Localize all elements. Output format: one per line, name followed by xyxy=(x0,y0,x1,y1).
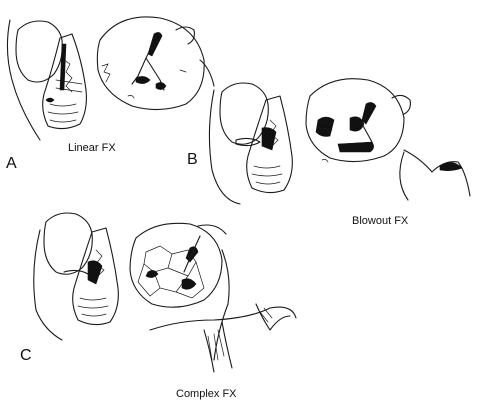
panel-c-caption: Complex FX xyxy=(176,388,237,400)
panel-a-letter: A xyxy=(6,155,17,172)
panel-c-letter: C xyxy=(20,347,32,364)
panel-b-caption: Blowout FX xyxy=(352,215,409,227)
panel-a-caption: Linear FX xyxy=(68,142,116,154)
panel-c-drawing xyxy=(33,212,297,373)
panel-a-drawing xyxy=(6,16,215,141)
panel-b-letter: B xyxy=(187,151,198,168)
panel-b-drawing xyxy=(208,78,471,205)
